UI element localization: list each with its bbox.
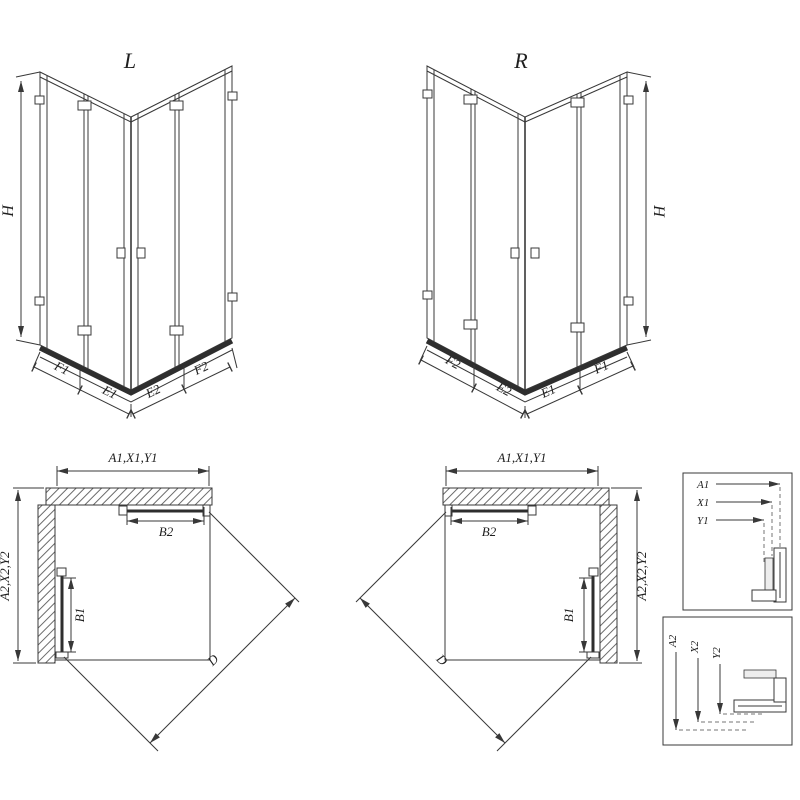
detail-label-a2: A2 <box>667 634 679 648</box>
glass-panel <box>764 557 774 591</box>
wall-bracket-icon <box>422 89 433 99</box>
hinge-icon <box>169 100 184 111</box>
wall-bracket-icon <box>227 91 238 101</box>
plan-depth-label: A2,X2,Y2 <box>634 551 649 602</box>
wall-bracket-icon <box>422 290 433 300</box>
plan-width-label: A1,X1,Y1 <box>107 450 157 465</box>
height-dimension-left: H <box>0 71 41 346</box>
hinge-icon <box>169 325 184 336</box>
plan-width-label: A1,X1,Y1 <box>496 450 546 465</box>
glass-wall-right <box>524 71 628 391</box>
wall-bracket-icon <box>227 292 238 302</box>
top-door-b2: B2 <box>444 504 537 539</box>
hinge-icon <box>570 97 585 108</box>
glass-panel <box>743 669 777 679</box>
hinge-icon <box>570 322 585 333</box>
height-label: H <box>0 204 17 218</box>
wall-bracket-icon <box>34 296 45 306</box>
height-label: H <box>650 204 667 218</box>
hinge-icon <box>463 94 478 105</box>
wall-left <box>37 504 56 664</box>
side-door-b1: B1 <box>561 567 600 659</box>
profile-section <box>751 547 787 603</box>
pivot-hinge-icon <box>118 505 128 516</box>
depth-dimension: A2,X2,Y2 <box>0 487 44 664</box>
handle-icon <box>510 247 520 259</box>
hardware <box>422 89 634 333</box>
door-b1-label: B1 <box>561 608 576 622</box>
side-door-b1: B1 <box>55 567 87 659</box>
door-b2-label: B2 <box>482 524 497 539</box>
left-3d-view: L H <box>0 48 238 419</box>
plan-depth-label: A2,X2,Y2 <box>0 551 12 602</box>
top-door-b2: B2 <box>118 504 211 539</box>
bottom-rail <box>38 338 234 403</box>
diagonal-label: D <box>203 651 221 669</box>
segment-label: F2 <box>442 352 463 373</box>
hinge-icon <box>463 319 478 330</box>
base-dimensions: F2 E2 E1 F1 <box>418 345 636 419</box>
segment-label: F1 <box>51 358 71 378</box>
right-3d-view: R <box>418 48 667 419</box>
height-dimension-right: H <box>626 71 667 346</box>
glass-wall-left <box>426 65 526 391</box>
door-b1-label: B1 <box>72 608 87 622</box>
bottom-rail <box>425 338 629 403</box>
segment-label: F2 <box>190 358 211 378</box>
wall-top <box>442 487 610 506</box>
shower-tray-outline <box>54 504 211 661</box>
segment-label: F1 <box>591 357 611 377</box>
segment-label: E2 <box>493 379 514 400</box>
diagonal-dimension: D <box>63 511 300 752</box>
wall-bracket-icon <box>55 651 69 659</box>
wall-bracket-icon <box>586 651 600 659</box>
shower-tray-outline <box>444 504 601 661</box>
pivot-hinge-icon <box>527 505 537 516</box>
segment-label: E1 <box>99 382 119 402</box>
detail-box-horizontal: A1 X1 Y1 <box>682 472 793 611</box>
handle-icon <box>116 247 126 259</box>
hardware <box>34 91 238 336</box>
variant-label-right: R <box>513 48 528 73</box>
detail-label-y1: Y1 <box>697 515 709 527</box>
wall-bracket-icon <box>444 504 453 517</box>
hinge-icon <box>77 100 92 111</box>
glass-wall-right <box>130 65 233 391</box>
detail-box-vertical: A2 X2 Y2 <box>662 616 793 746</box>
segment-label: E1 <box>538 381 558 401</box>
left-plan-view: A1,X1,Y1 B2 B1 <box>0 450 300 752</box>
door-b2-label: B2 <box>159 524 174 539</box>
detail-label-x2: X2 <box>689 640 701 654</box>
wall-bracket-icon <box>34 95 45 105</box>
wall-bracket-icon <box>623 95 634 105</box>
wall-right <box>599 504 618 664</box>
wall-bracket-icon <box>623 296 634 306</box>
detail-label-a1: A1 <box>696 479 709 491</box>
variant-label-left: L <box>123 48 136 73</box>
diagonal-dimension: D <box>355 511 592 752</box>
profile-section <box>733 669 787 713</box>
handle-icon <box>136 247 146 259</box>
diagonal-label: D <box>433 650 451 668</box>
depth-dimension: A2,X2,Y2 <box>611 487 649 664</box>
wall-bracket-icon <box>202 504 211 517</box>
hinge-icon <box>77 325 92 336</box>
handle-icon <box>530 247 540 259</box>
pivot-hinge-icon <box>588 567 599 577</box>
right-plan-view: A1,X1,Y1 B2 B1 <box>355 450 649 752</box>
segment-label: E2 <box>142 381 163 401</box>
detail-label-y2: Y2 <box>711 647 723 659</box>
detail-label-x1: X1 <box>696 497 709 509</box>
base-dimensions: F1 E1 E2 F2 <box>31 347 238 419</box>
glass-wall-left <box>39 71 132 391</box>
wall-top <box>45 487 213 506</box>
pivot-hinge-icon <box>56 567 67 577</box>
